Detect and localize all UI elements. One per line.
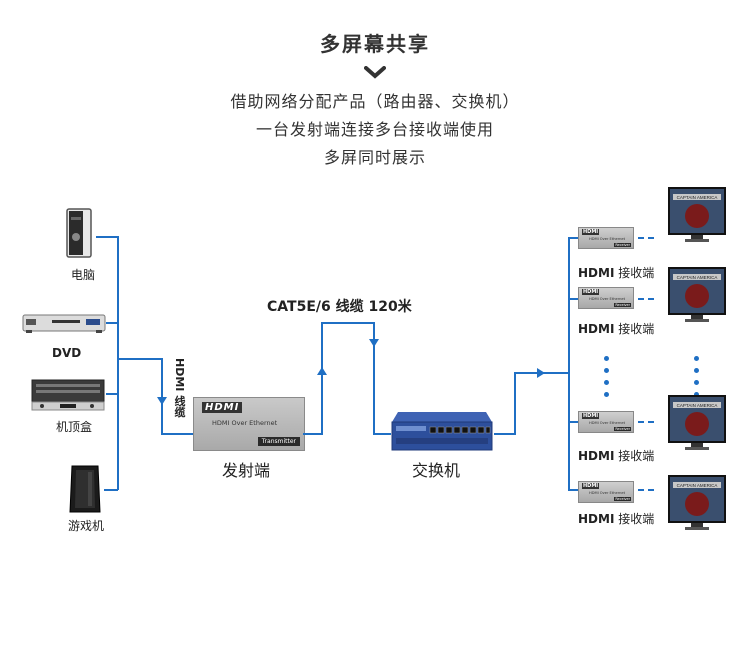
tv-display-2: CAPTAIN AMERICA [668,267,726,322]
cat-cable-label: CAT5E/6 线缆 120米 [267,299,412,315]
source-label-dvd: DVD [52,346,82,360]
pc-tower-icon [66,208,92,258]
network-switch-icon [391,412,493,451]
console-connector-line [104,489,118,491]
receiver-model-text: HDMI Over Ethernet [589,237,626,241]
tv-link-3 [638,421,654,423]
transmitter-tag: Transmitter [257,437,300,446]
tv-display-4: CAPTAIN AMERICA [668,475,726,530]
ellipsis-tvs [694,356,700,404]
receiver-device-2: HDMI HDMI Over Ethernet Receiver [578,287,634,309]
subtitle-line-1: 借助网络分配产品（路由器、交换机） [230,92,520,111]
source-label-game-console: 游戏机 [68,519,105,533]
cat-cable-line-3 [321,322,375,324]
hdmi-cable-line-bottom [161,433,193,435]
receiver-bus-line [568,237,570,491]
cat-cable-line-4 [373,322,375,435]
receiver-3-link [568,421,578,423]
source-bus-line [117,236,119,490]
page-title: 多屏幕共享 [320,32,430,56]
receiver-4-link [568,489,578,491]
hdmi-cable-line-vertical [161,358,163,435]
svg-text:CAPTAIN AMERICA: CAPTAIN AMERICA [677,195,718,200]
receiver-device-3: HDMI HDMI Over Ethernet Receiver [578,411,634,433]
receiver-label-3: HDMI 接收端 [578,449,655,463]
cat-cable-line-2 [321,322,323,435]
receiver-label-4: HDMI 接收端 [578,512,655,526]
tv-display-1: CAPTAIN AMERICA [668,187,726,242]
source-label-set-top-box: 机顶盒 [56,420,93,434]
dvd-player-icon [22,314,106,333]
transmitter-brand: HDMI [202,402,243,413]
subtitle-line-2: 一台发射端连接多台接收端使用 [255,120,494,139]
arrow-down-icon [369,339,379,347]
arrow-up-icon [317,367,327,375]
game-console-icon [69,465,101,513]
switch-out-line [494,433,516,435]
tv-link-4 [638,489,654,491]
arrow-down-icon [157,397,167,405]
hdmi-cable-line-top [117,358,163,360]
transmitter-device: HDMI HDMI Over Ethernet Transmitter [193,397,305,451]
transmitter-model-text: HDMI Over Ethernet [212,419,278,427]
source-label-pc: 电脑 [71,268,96,282]
chevron-down-icon [364,66,386,79]
switch-up-line [514,372,516,435]
cat-cable-line-5 [373,433,391,435]
tv-link-2 [638,298,654,300]
svg-text:CAPTAIN AMERICA: CAPTAIN AMERICA [677,483,718,488]
tv-display-3: CAPTAIN AMERICA [668,395,726,450]
subtitle-line-3: 多屏同时展示 [323,148,426,167]
pc-connector-line [96,236,118,238]
receiver-device-1: HDMI HDMI Over Ethernet Receiver [578,227,634,249]
receiver-label-2: HDMI 接收端 [578,322,655,336]
dvd-connector-line [106,322,118,324]
receiver-label-1: HDMI 接收端 [578,266,655,280]
cat-cable-line-1 [303,433,323,435]
receiver-device-4: HDMI HDMI Over Ethernet Receiver [578,481,634,503]
switch-label: 交换机 [412,461,461,480]
receiver-1-link [568,237,578,239]
hdmi-cable-label: HDMI 线缆 [173,358,186,418]
set-top-box-icon [31,379,105,411]
tv-link-1 [638,237,654,239]
arrow-right-icon [537,368,545,378]
receiver-tag: Receiver [614,243,631,247]
stb-connector-line [106,393,118,395]
receiver-brand: HDMI [582,229,600,235]
svg-text:CAPTAIN AMERICA: CAPTAIN AMERICA [677,403,718,408]
ellipsis-receivers [604,356,610,404]
receiver-2-link [568,298,578,300]
transmitter-label: 发射端 [222,461,271,480]
svg-text:CAPTAIN AMERICA: CAPTAIN AMERICA [677,275,718,280]
